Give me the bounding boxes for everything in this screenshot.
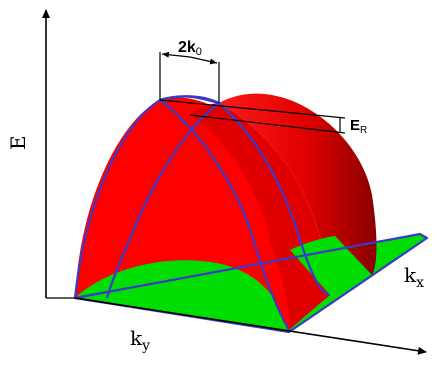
separation-subscript: 0 bbox=[196, 46, 202, 58]
energy-axis-label: E bbox=[6, 135, 30, 150]
ky-subscript: y bbox=[141, 338, 150, 354]
plane-inner-patch bbox=[75, 260, 289, 330]
separation-dimension bbox=[159, 51, 220, 103]
ky-axis-label: ky bbox=[130, 326, 150, 354]
kx-axis-label: kx bbox=[404, 263, 424, 291]
plane-right-patch bbox=[290, 236, 372, 295]
recoil-label: ER bbox=[350, 117, 367, 136]
kx-subscript: x bbox=[416, 275, 424, 291]
recoil-dimension bbox=[159, 99, 346, 134]
ky-axis-line bbox=[74, 297, 427, 355]
right-paraboloid-front bbox=[190, 103, 330, 330]
separation-label: 2k0 bbox=[178, 39, 202, 58]
recoil-subscript: R bbox=[360, 125, 367, 136]
